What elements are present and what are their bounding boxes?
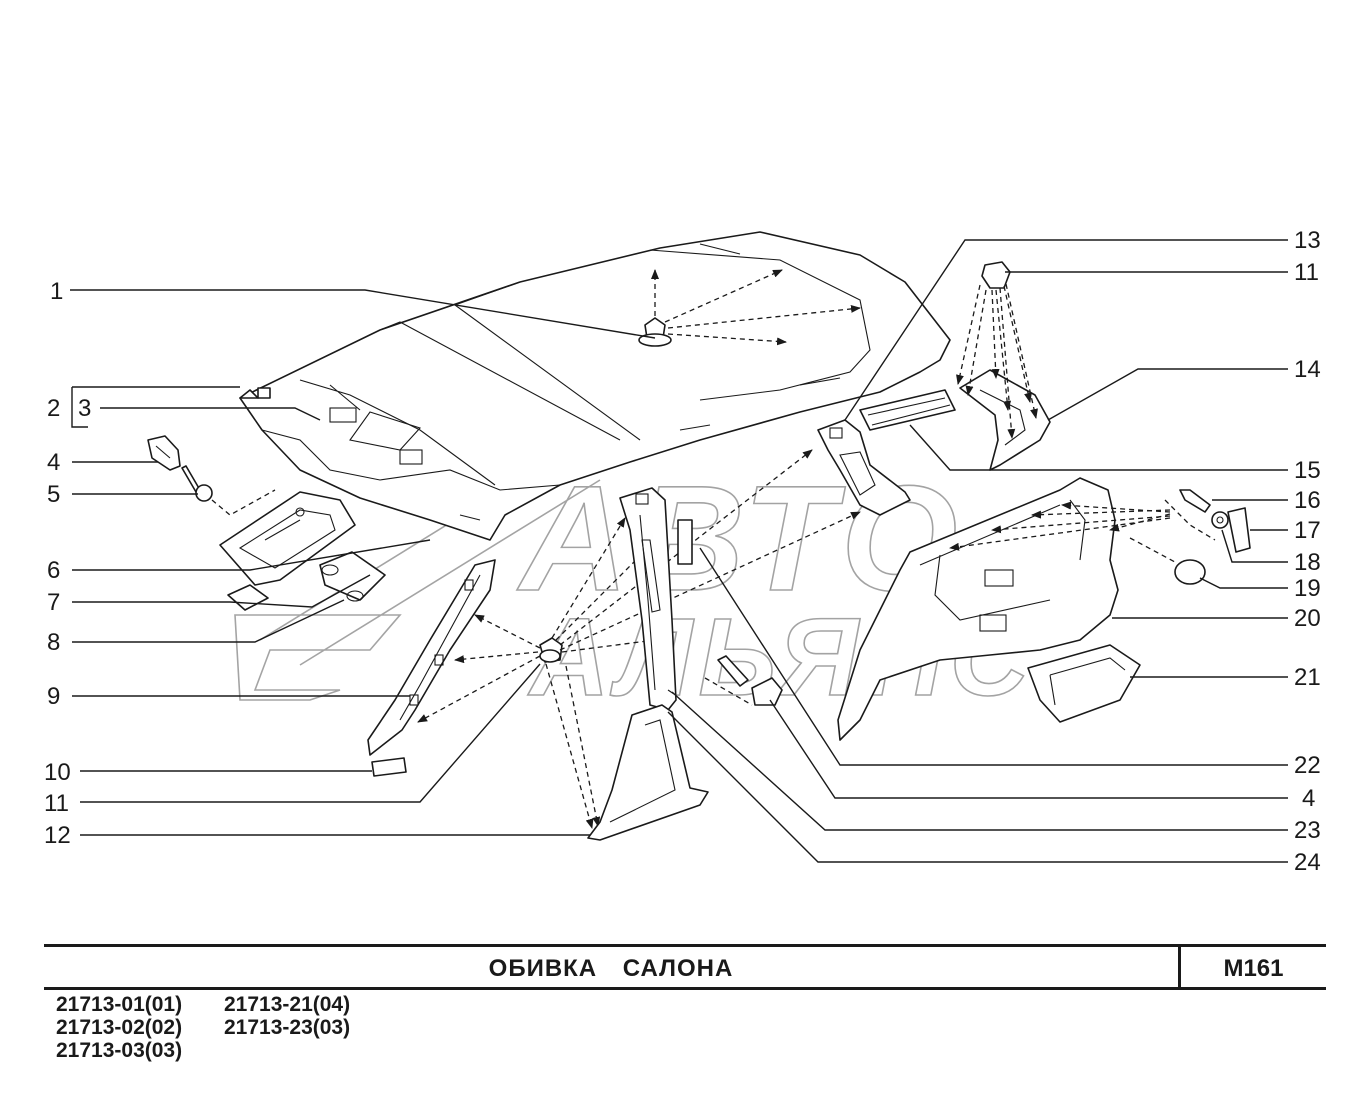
model-item: 21713-23(03)	[224, 1016, 351, 1039]
model-item: 21713-01(01)	[56, 993, 183, 1016]
title-block: ОБИВКА САЛОНА M161	[44, 944, 1326, 990]
page-title: ОБИВКА САЛОНА	[488, 955, 734, 982]
callout-16: 16	[1294, 487, 1321, 514]
callout-numbers: 1 2 3 4 5 6 7 8 9 10 11 12 13 11 14 15 1…	[44, 227, 1321, 876]
a-pillar-trim	[367, 559, 496, 777]
callout-13: 13	[1294, 227, 1321, 254]
clip-right-arrows	[956, 283, 1038, 439]
callout-22: 22	[1294, 752, 1321, 779]
luggage-side-trim	[837, 477, 1141, 741]
luggage-fasteners	[949, 489, 1251, 585]
callout-8: 8	[47, 629, 60, 656]
callout-5: 5	[47, 481, 60, 508]
callout-17: 17	[1294, 517, 1321, 544]
callout-6: 6	[47, 557, 60, 584]
callout-24: 24	[1294, 849, 1321, 876]
headliner	[239, 231, 951, 541]
callout-7: 7	[47, 589, 60, 616]
callout-3: 3	[78, 395, 91, 422]
callout-10: 10	[44, 759, 71, 786]
b-pillar-trim	[587, 487, 709, 841]
model-item: 21713-21(04)	[224, 993, 351, 1016]
callout-14: 14	[1294, 356, 1321, 383]
callout-20: 20	[1294, 605, 1321, 632]
sheet-code: M161	[1223, 955, 1284, 982]
callout-18: 18	[1294, 549, 1321, 576]
callout-2: 2	[47, 395, 60, 422]
model-item: 21713-02(02)	[56, 1016, 183, 1039]
callout-11-right: 11	[1294, 259, 1319, 286]
leader-lines	[70, 239, 1288, 863]
headliner-clip-arrows	[651, 269, 861, 346]
title-divider	[1178, 947, 1181, 987]
model-item: 21713-03(03)	[56, 1039, 183, 1062]
model-list: 21713-01(01) 21713-02(02) 21713-03(03) 2…	[56, 993, 456, 1073]
center-small-parts	[704, 655, 783, 706]
callout-4-right: 4	[1302, 785, 1315, 812]
callout-21: 21	[1294, 664, 1321, 691]
callout-1: 1	[50, 278, 63, 305]
callout-12: 12	[44, 822, 71, 849]
callout-4: 4	[47, 449, 60, 476]
callout-15: 15	[1294, 457, 1321, 484]
callout-9: 9	[47, 683, 60, 710]
small-left-parts	[147, 435, 386, 611]
callout-23: 23	[1294, 817, 1321, 844]
callout-11-left: 11	[44, 790, 69, 817]
callout-19: 19	[1294, 575, 1321, 602]
